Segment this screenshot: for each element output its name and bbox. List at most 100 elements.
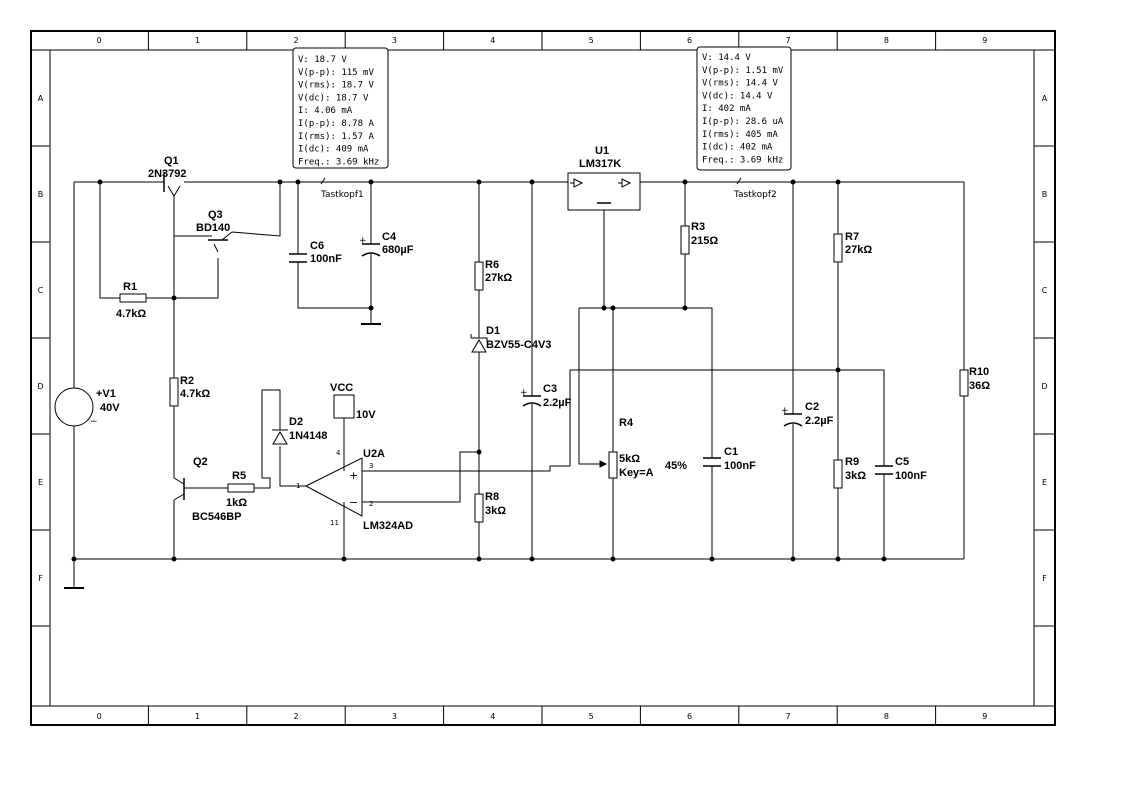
row-label-left: E	[38, 478, 43, 487]
r4-ref: R4	[619, 417, 634, 429]
r7-value: 27kΩ	[845, 244, 872, 256]
c6-ref: C6	[310, 240, 324, 252]
column-label-bottom: 2	[293, 712, 298, 721]
c1-value: 100nF	[724, 460, 756, 472]
c6-value: 100nF	[310, 253, 342, 265]
r2-value: 4.7kΩ	[180, 388, 210, 400]
r6-ref: R6	[485, 259, 499, 271]
opamp-pin-out: 1	[296, 482, 300, 490]
probe-reading: I(rms): 405 mA	[702, 130, 778, 140]
q1-value: 2N3792	[148, 168, 187, 180]
r4-percent: 45%	[665, 460, 687, 472]
probe1-box: V: 18.7 VV(p-p): 115 mVV(rms): 18.7 VV(d…	[292, 47, 389, 169]
probe-reading: V: 18.7 V	[298, 55, 347, 65]
probe-reading: Freq.: 3.69 kHz	[702, 155, 783, 165]
c2-ref: C2	[805, 401, 819, 413]
probe-reading: V(dc): 18.7 V	[298, 93, 369, 103]
capacitor-plates	[289, 243, 893, 475]
column-label-bottom: 5	[589, 712, 594, 721]
c2-polarity: +	[781, 406, 789, 416]
wires	[64, 172, 965, 589]
opamp-minus-sign: −	[349, 496, 358, 509]
q2-value: BC546BP	[192, 511, 242, 523]
r1-body	[119, 293, 147, 303]
r4-key: Key=A	[619, 467, 654, 479]
column-label-top: 7	[785, 36, 790, 45]
r5-body	[227, 483, 255, 493]
r10-body	[959, 369, 969, 397]
row-label-right: D	[1041, 382, 1047, 391]
r8-ref: R8	[485, 491, 499, 503]
r9-ref: R9	[845, 456, 859, 468]
v1-minus: −	[90, 417, 98, 427]
probe-reading: V(p-p): 1.51 mV	[702, 66, 784, 76]
c4-ref: C4	[382, 231, 397, 243]
probe-reading: V(rms): 14.4 V	[702, 79, 778, 89]
column-label-top: 2	[293, 36, 298, 45]
probe2-name: Tastkopf2	[733, 190, 777, 200]
column-label-top: 8	[884, 36, 889, 45]
opamp-pin-gnd: 11	[330, 519, 339, 527]
column-label-top: 3	[392, 36, 397, 45]
column-label-bottom: 1	[195, 712, 200, 721]
column-label-top: 4	[490, 36, 495, 45]
row-label-right: B	[1042, 190, 1048, 199]
column-label-bottom: 4	[490, 712, 495, 721]
row-dividers	[31, 145, 1055, 627]
q2-ref: Q2	[193, 456, 208, 468]
row-label-left: D	[37, 382, 43, 391]
junctions	[71, 179, 887, 562]
r7-body	[833, 233, 843, 263]
probe-reading: I(dc): 402 mA	[702, 143, 773, 153]
probe-reading: I: 4.06 mA	[298, 106, 353, 116]
vcc-value: 10V	[356, 409, 376, 421]
r3-ref: R3	[691, 221, 705, 233]
c2-value: 2.2µF	[805, 415, 834, 427]
v1-ref: +V1	[96, 388, 116, 400]
u2a-value: LM324AD	[363, 520, 413, 532]
probe-reading: V(dc): 14.4 V	[702, 91, 773, 101]
probe-reading: V(p-p): 115 mV	[298, 68, 374, 78]
r2-ref: R2	[180, 375, 194, 387]
r9-value: 3kΩ	[845, 470, 866, 482]
probe-reading: I(p-p): 28.6 uA	[702, 117, 784, 127]
c1-ref: C1	[724, 446, 738, 458]
column-label-top: 9	[982, 36, 987, 45]
r9-body	[833, 459, 843, 489]
row-label-left: B	[38, 190, 44, 199]
probe-reading: I(rms): 1.57 A	[298, 132, 374, 142]
v1-value: 40V	[100, 402, 120, 414]
column-label-top: 1	[195, 36, 200, 45]
r6-body	[474, 261, 484, 291]
r4-value: 5kΩ	[619, 453, 640, 465]
probe-reading: Freq.: 3.69 kHz	[298, 157, 379, 167]
d2-value: 1N4148	[289, 430, 328, 442]
r1-ref: R1	[123, 281, 137, 293]
r10-value: 36Ω	[969, 380, 990, 392]
opamp-pin-minus: 2	[369, 500, 373, 508]
column-label-bottom: 8	[884, 712, 889, 721]
row-label-right: A	[1042, 94, 1048, 103]
column-label-bottom: 0	[97, 712, 102, 721]
column-label-bottom: 9	[982, 712, 987, 721]
r1-value: 4.7kΩ	[116, 308, 146, 320]
q3-value: BD140	[196, 222, 230, 234]
u2a-ref: U2A	[363, 448, 385, 460]
row-label-right: C	[1042, 286, 1048, 295]
q1-ref: Q1	[164, 155, 179, 167]
column-dividers	[147, 31, 937, 725]
column-label-top: 6	[687, 36, 692, 45]
c3-ref: C3	[543, 383, 557, 395]
d2-ref: D2	[289, 416, 303, 428]
r5-ref: R5	[232, 470, 246, 482]
vcc-ref: VCC	[330, 382, 353, 394]
c5-value: 100nF	[895, 470, 927, 482]
opamp-plus-sign: +	[349, 469, 358, 482]
r3-body	[680, 225, 690, 255]
r7-ref: R7	[845, 231, 859, 243]
column-label-bottom: 6	[687, 712, 692, 721]
column-label-bottom: 3	[392, 712, 397, 721]
